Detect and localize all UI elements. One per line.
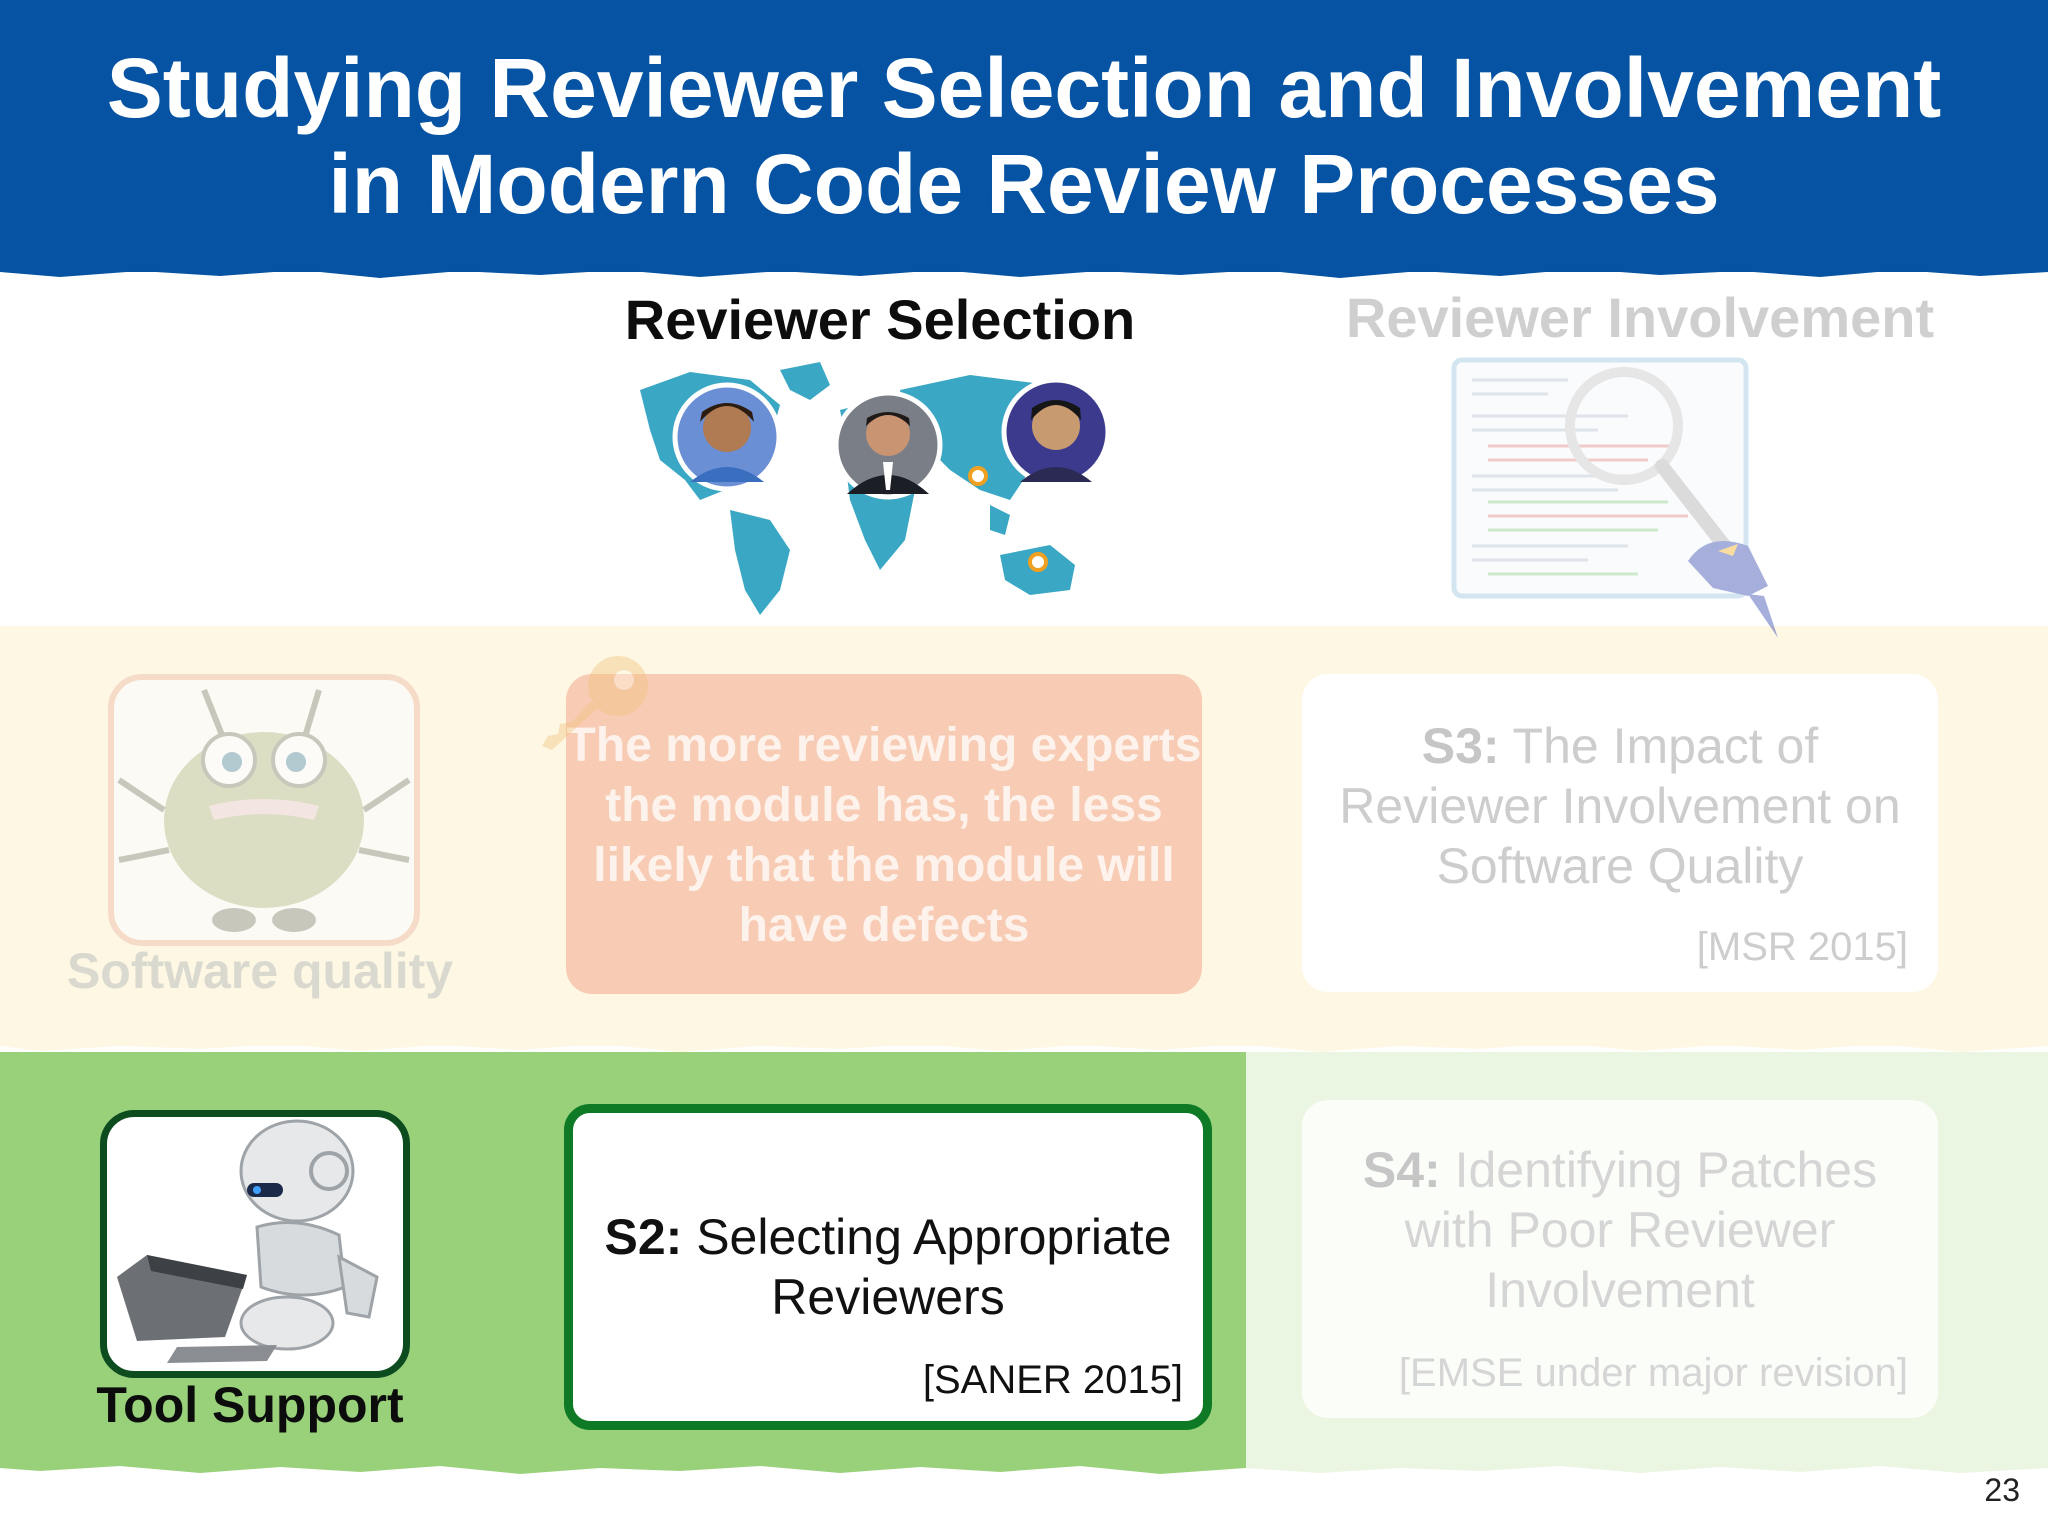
study-s4-title: S4: Identifying Patches with Poor Review… <box>1302 1140 1938 1320</box>
study-s4-line1: Identifying Patches <box>1454 1142 1878 1198</box>
page-number: 23 <box>1984 1472 2020 1508</box>
study-card-s3: S3: The Impact of Reviewer Involvement o… <box>1302 674 1938 992</box>
study-s3-line1: The Impact of <box>1512 718 1819 774</box>
torn-edge-header <box>0 262 2048 278</box>
study-s3-title: S3: The Impact of Reviewer Involvement o… <box>1302 716 1938 896</box>
magnifier-code-icon <box>1451 357 1778 638</box>
study-s4-line3: Involvement <box>1485 1262 1755 1318</box>
study-s2-ref: [SANER 2015] <box>922 1358 1183 1402</box>
study-s2-line1: Selecting Appropriate <box>696 1209 1172 1265</box>
study-s4-ref: [EMSE under major revision] <box>1398 1351 1908 1395</box>
study-s2-id: S2: <box>604 1209 683 1265</box>
study-s2-title: S2: Selecting Appropriate Reviewers <box>573 1207 1203 1327</box>
study-card-s2: S2: Selecting Appropriate Reviewers [SAN… <box>564 1104 1212 1430</box>
robot-frame <box>100 1110 410 1378</box>
study-card-s4: S4: Identifying Patches with Poor Review… <box>1302 1100 1938 1418</box>
column-title-reviewer-selection: Reviewer Selection <box>624 288 1136 351</box>
study-s3-line3: Software Quality <box>1436 838 1804 894</box>
slide-header: Studying Reviewer Selection and Involvem… <box>0 0 2048 272</box>
study-s3-ref: [MSR 2015] <box>1696 925 1908 969</box>
study-s3-line2: Reviewer Involvement on <box>1339 778 1901 834</box>
torn-edge-yellow <box>0 1036 2048 1052</box>
finding-card: The more reviewing experts the module ha… <box>566 674 1202 994</box>
robot-laptop-icon <box>117 1119 379 1363</box>
software-quality-label: Software quality <box>66 943 454 999</box>
slide-title-line2: in Modern Code Review Processes <box>328 137 1720 231</box>
bug-frame <box>108 674 420 946</box>
column-title-reviewer-involvement: Reviewer Involvement <box>1345 286 1935 349</box>
key-icon <box>542 656 648 750</box>
reviewer-avatar-2 <box>833 390 943 500</box>
reviewer-avatar-1 <box>672 382 782 492</box>
torn-edge-green <box>0 1458 2048 1474</box>
finding-text: The more reviewing experts the module ha… <box>566 719 1202 952</box>
study-s2-line2: Reviewers <box>771 1269 1005 1325</box>
reviewer-avatar-3 <box>1001 377 1111 487</box>
study-s4-id: S4: <box>1362 1142 1441 1198</box>
study-s3-id: S3: <box>1421 718 1500 774</box>
slide-title-line1: Studying Reviewer Selection and Involvem… <box>106 41 1942 135</box>
tool-support-label: Tool Support <box>96 1377 404 1433</box>
study-s4-line2: with Poor Reviewer <box>1404 1202 1836 1258</box>
bug-icon <box>117 688 411 932</box>
